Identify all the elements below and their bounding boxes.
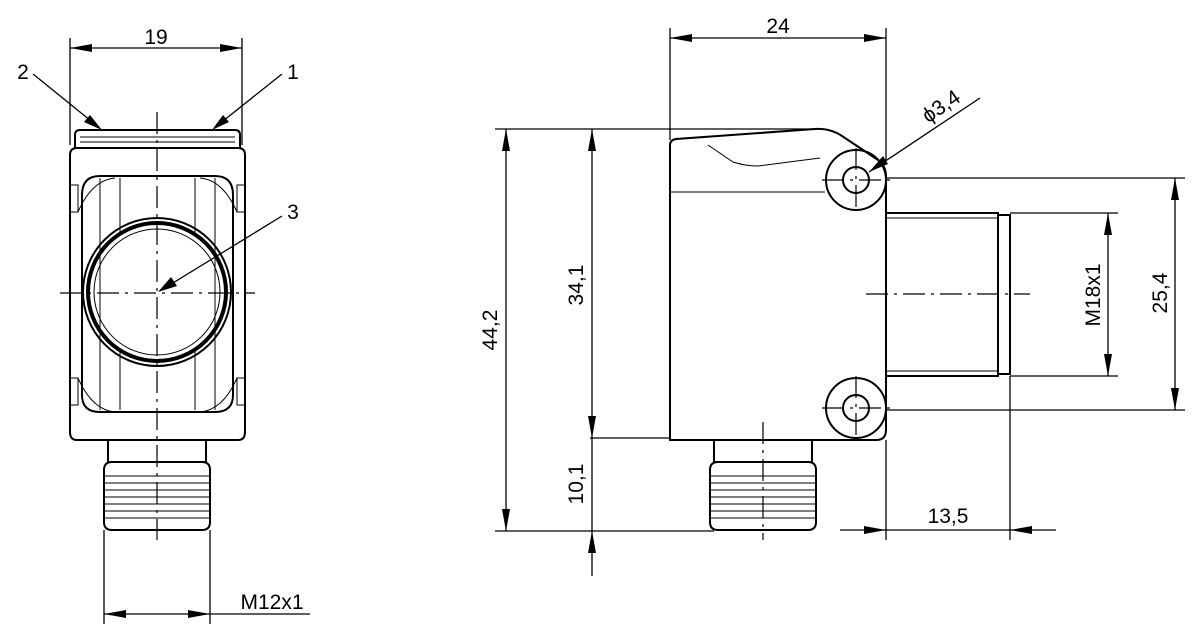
callout-2: 2 xyxy=(17,61,102,130)
dim-front-width: 19 xyxy=(69,26,243,145)
side-view xyxy=(669,127,1030,540)
callout-3: 3 xyxy=(158,201,299,292)
callout-1: 1 xyxy=(212,61,299,130)
dim-m18-label: M18x1 xyxy=(1082,263,1105,326)
front-view xyxy=(60,112,255,540)
dim-total-height: 44,2 xyxy=(479,129,510,531)
dim-44-label: 44,2 xyxy=(479,310,502,351)
callout-2-label: 2 xyxy=(17,61,29,84)
callout-3-label: 3 xyxy=(287,201,299,224)
dim-side-width: 24 xyxy=(669,15,887,160)
dim-diameter-label: ϕ3,4 xyxy=(918,85,965,127)
dim-25-label: 25,4 xyxy=(1149,272,1172,313)
dim-m18-thread: M18x1 xyxy=(1010,212,1118,377)
dim-13-label: 13,5 xyxy=(928,505,969,528)
dim-m12-thread: M12x1 xyxy=(103,530,310,624)
dim-34-label: 34,1 xyxy=(565,265,588,306)
dim-19-label: 19 xyxy=(144,26,167,49)
callout-1-label: 1 xyxy=(287,61,299,84)
dim-10-label: 10,1 xyxy=(565,464,588,505)
dim-hole-spacing: 25,4 xyxy=(886,177,1185,411)
dim-thread-offset: 13,5 xyxy=(840,376,1056,540)
dim-m12-label: M12x1 xyxy=(240,591,303,614)
dim-24-label: 24 xyxy=(766,15,790,38)
dim-body-height: 34,1 xyxy=(565,129,596,438)
dim-connector-height: 10,1 xyxy=(565,438,596,576)
